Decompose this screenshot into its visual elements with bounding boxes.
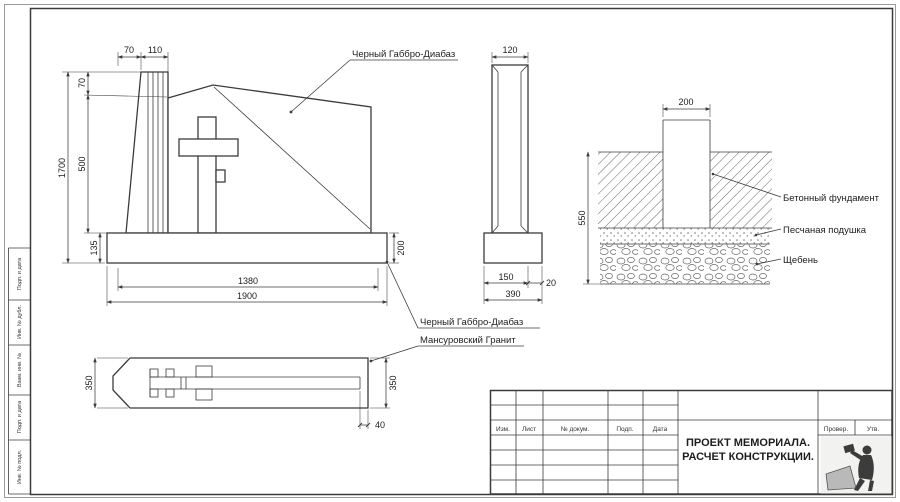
figure-leg [854, 478, 865, 491]
titleblock-checked-label: Провер. [824, 426, 849, 433]
titleblock-col-header: Подп. [616, 426, 633, 433]
front-view [106, 71, 388, 264]
leader-dot [755, 262, 759, 266]
dim-label: 350 [84, 375, 94, 390]
label-gravel: Щебень [783, 255, 818, 266]
base-side-profile [483, 232, 543, 264]
frame-field-label: Подп. и дата [17, 257, 23, 290]
dim-label: 20 [546, 278, 556, 288]
plan-view: 350 350 40 [84, 357, 398, 430]
figure-arm [850, 450, 864, 461]
gravel-band [600, 244, 770, 284]
cross-arm-plan [195, 388, 213, 401]
stonemason-logo [820, 436, 892, 494]
material-label-gabbro-top: Черный Габбро-Диабаз [352, 49, 455, 60]
figure-body [858, 455, 874, 480]
dim-label: 110 [148, 45, 162, 55]
soil-hatch-left [598, 152, 663, 228]
foundation-section: 200 550 Бетонный фундамент Песчаная поду… [577, 97, 880, 285]
titleblock-col-header: № докум. [561, 426, 590, 433]
material-callout-top: Черный Габбро-Диабаз [289, 49, 458, 114]
frame-field-label: Инв. № подл. [17, 449, 23, 484]
cross-horizontal-bar [178, 138, 239, 157]
material-label-granite: Мансуровский Гранит [420, 335, 516, 346]
stele-facet-line [213, 86, 371, 230]
front-dimensions: 70 110 70 500 1700 135 200 1380 1900 [57, 45, 406, 306]
leader-dot [754, 233, 758, 237]
cross-arm-plan [195, 365, 213, 378]
frame-field-label: Взам. инв. № [17, 353, 23, 387]
stele-side-profile [491, 64, 529, 234]
cross-vertical-bar [197, 116, 217, 234]
dim-label: 350 [388, 375, 398, 390]
base-plan-outline [112, 357, 369, 409]
title-block: Изм. Лист № докум. Подп. Дата ПРОЕКТ МЕМ… [489, 389, 893, 495]
titleblock-col-header: Изм. [496, 426, 510, 433]
dim-label: 550 [577, 210, 587, 225]
soil-hatch-right [710, 152, 772, 228]
titleblock-approved-label: Утв. [867, 426, 880, 433]
sheet-frame: Подп. и дата Инв. № дубл. Взам. инв. № П… [4, 4, 896, 498]
frame-field-label: Подп. и дата [17, 400, 23, 433]
sand-cushion-band [600, 228, 770, 244]
stele-slab [167, 84, 372, 234]
cross-step [215, 169, 226, 183]
leader-dot [289, 110, 293, 114]
dim-label: 500 [77, 156, 87, 171]
dim-label: 200 [678, 97, 693, 107]
material-annotations: Черный Габбро-Диабаз Мансуровский Гранит [369, 260, 540, 363]
dim-label: 120 [502, 45, 517, 55]
plan-tooth [149, 368, 159, 378]
titleblock-col-header: Дата [653, 426, 668, 433]
side-view: 120 150 20 390 [483, 45, 556, 304]
leader-dot [369, 359, 373, 363]
figure-head [862, 445, 872, 455]
plan-tooth [165, 368, 175, 378]
label-sand-cushion: Песчаная подушка [783, 225, 867, 236]
dim-label: 1380 [238, 276, 258, 286]
dim-label: 1700 [57, 158, 67, 178]
dim-label: 70 [77, 78, 87, 88]
base-slab [106, 232, 388, 264]
dim-label: 390 [505, 289, 520, 299]
titleblock-col-header: Лист [522, 426, 536, 433]
dim-label: 200 [396, 240, 406, 255]
figure-leg [868, 480, 874, 491]
dim-label: 70 [124, 45, 134, 55]
project-title-line1: ПРОЕКТ МЕМОРИАЛА. [686, 437, 810, 449]
leader-dot [385, 260, 389, 264]
material-label-gabbro: Черный Габбро-Диабаз [420, 317, 523, 328]
dim-label: 40 [375, 420, 385, 430]
label-concrete-foundation: Бетонный фундамент [783, 193, 880, 204]
leader-dot [711, 172, 715, 176]
frame-field-label: Инв. № дубл. [17, 305, 23, 340]
hammer [843, 443, 855, 454]
plan-tooth [165, 388, 175, 398]
dim-label: 135 [89, 240, 99, 255]
project-title-line2: РАСЧЕТ КОНСТРУКЦИИ. [682, 451, 814, 463]
plan-tooth [149, 388, 159, 398]
dim-label: 150 [498, 272, 513, 282]
dim-label: 1900 [237, 291, 257, 301]
